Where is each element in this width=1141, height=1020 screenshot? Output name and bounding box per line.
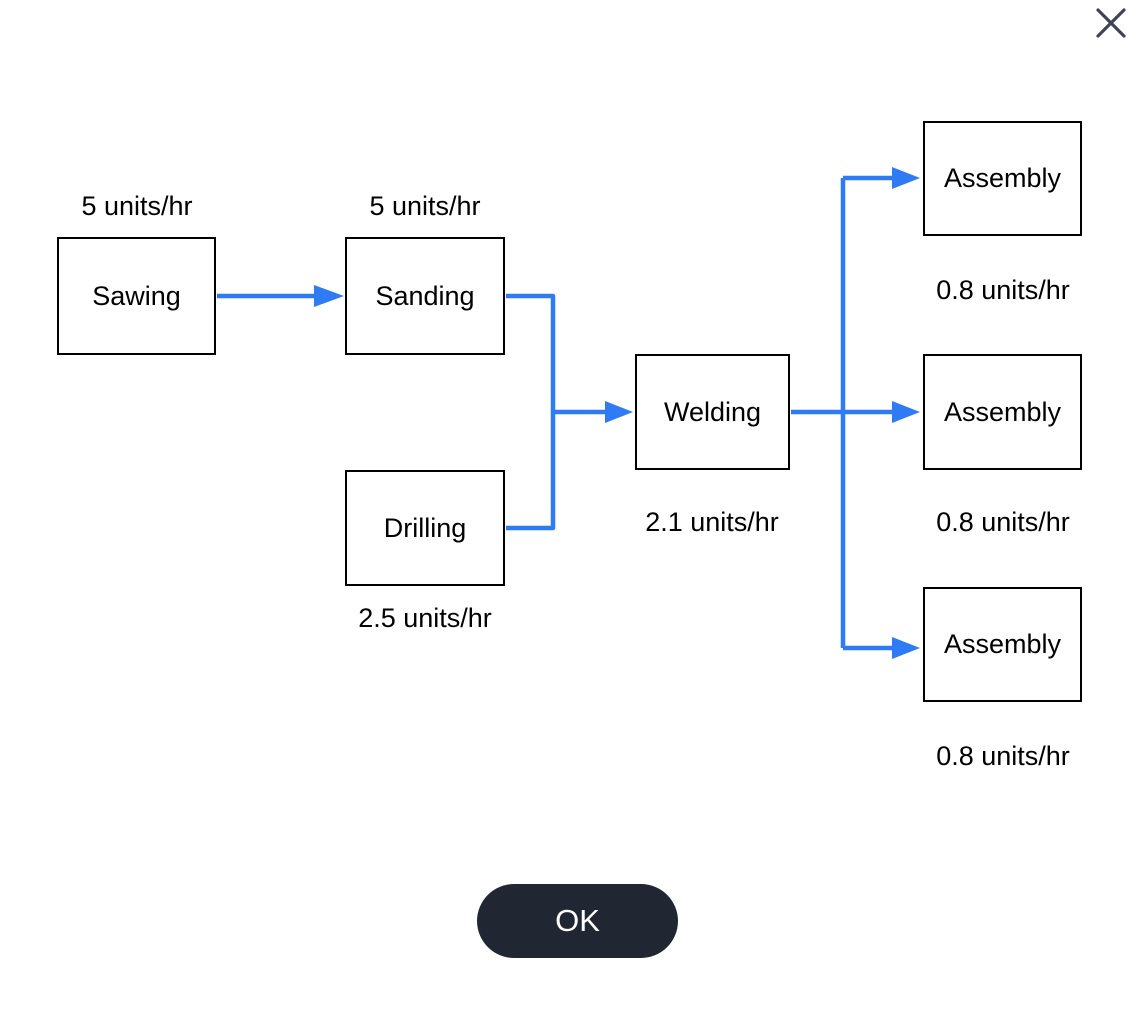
node-drilling: Drilling [345, 470, 505, 586]
edge-sanding-drilling-merge [506, 293, 556, 531]
arrowhead-to-welding [605, 401, 633, 423]
node-welding-label: Welding [663, 396, 762, 427]
node-drilling-label: Drilling [383, 512, 467, 543]
node-sanding-label: Sanding [375, 280, 475, 311]
node-assembly-top: Assembly [923, 121, 1082, 236]
arrowhead-to-assembly-middle [892, 401, 920, 423]
node-assembly-bottom-label: Assembly [943, 629, 1062, 659]
node-sawing: Sawing [57, 237, 216, 355]
node-sanding: Sanding [345, 237, 505, 355]
node-assembly-top-label: Assembly [943, 163, 1062, 193]
node-welding: Welding [635, 354, 790, 470]
node-sawing-label: Sawing [92, 280, 181, 311]
arrowhead-to-assembly-bottom [892, 637, 920, 659]
close-button[interactable] [1086, 0, 1136, 46]
rate-label-assembly-bottom: 0.8 units/hr [936, 741, 1070, 771]
rate-label-sanding: 5 units/hr [369, 191, 481, 221]
node-assembly-middle-label: Assembly [943, 396, 1062, 427]
rate-label-welding: 2.1 units/hr [645, 507, 779, 537]
node-assembly-bottom: Assembly [923, 587, 1082, 702]
close-icon [1096, 8, 1126, 38]
rate-label-assembly-top: 0.8 units/hr [936, 275, 1070, 305]
rate-label-drilling: 2.5 units/hr [358, 603, 492, 633]
arrowhead-to-sanding [314, 285, 344, 307]
ok-button[interactable]: OK [477, 884, 678, 958]
arrowhead-to-assembly-top [892, 167, 920, 189]
rate-label-assembly-middle: 0.8 units/hr [936, 507, 1070, 537]
node-assembly-middle: Assembly [923, 354, 1082, 470]
rate-label-sawing: 5 units/hr [81, 191, 193, 221]
